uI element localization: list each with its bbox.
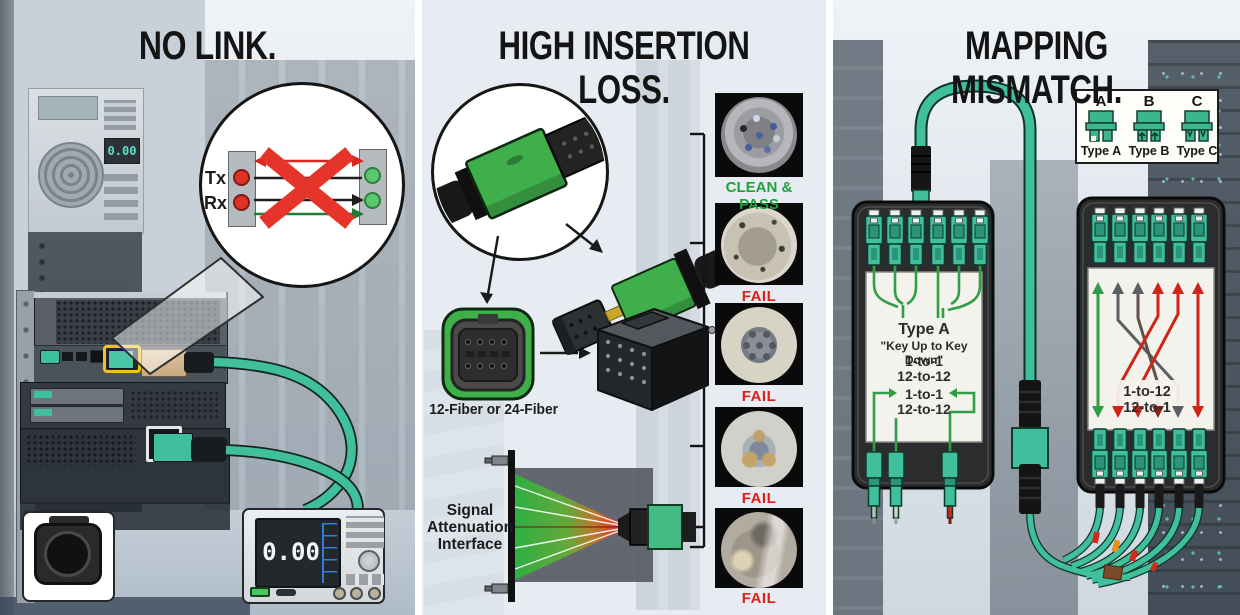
left-cassette-ports <box>864 209 990 266</box>
endface-photo <box>721 307 797 383</box>
endface-image-dirty <box>715 203 803 285</box>
endface-image-dirty <box>715 407 803 487</box>
rack-columns-p2 <box>636 60 700 610</box>
left-cassette-mapping: 1-to-1 <box>904 386 944 402</box>
cable-boot-top <box>184 352 214 373</box>
legend-letter: B <box>1143 93 1155 110</box>
qsfp-module <box>141 349 187 377</box>
meter-menu-column <box>322 523 337 583</box>
psu-keypad <box>104 100 136 130</box>
inspection-result-label: FAIL <box>741 490 777 507</box>
drive-bay-led <box>34 391 52 398</box>
cable-boot-bottom <box>191 437 227 462</box>
legend-label: Type C <box>1176 144 1218 158</box>
meter-display-value: 0.00 <box>262 538 320 566</box>
right-cassette-mapping: 12-to-1 <box>1123 400 1171 416</box>
meter-screen: 0.00 <box>255 518 341 588</box>
server-middle-vents <box>130 390 218 420</box>
vga-port <box>40 350 60 364</box>
type-c-connector-icon <box>1181 110 1213 142</box>
fiber-cores <box>756 342 763 349</box>
rx-label: Rx <box>204 193 228 213</box>
mpo-plug <box>911 146 931 205</box>
inspection-result-label: FAIL <box>741 388 777 405</box>
endface-image-clean <box>715 93 803 177</box>
panel-divider <box>826 0 833 615</box>
dust-cap-ring <box>44 531 91 577</box>
server-bottom-vents <box>26 434 136 466</box>
fiber-cores <box>756 132 763 139</box>
server-top-edge <box>34 292 226 298</box>
tx-led-green <box>364 167 381 184</box>
fiber-count-label: 12-Fiber or 24-Fiber <box>429 401 559 418</box>
panel-divider <box>415 0 422 615</box>
endface-photo <box>721 207 797 283</box>
psu-display: 0.00 <box>104 138 140 164</box>
psu-lcd <box>38 96 98 120</box>
panel-title-insertion-loss: HIGH INSERTION LOSS. <box>498 24 750 112</box>
psu-buttons <box>104 168 138 220</box>
inspection-result-label: FAIL <box>741 590 777 607</box>
endface-photo <box>721 512 797 588</box>
corridor-center-p3 <box>990 160 1078 615</box>
error-x-icon <box>259 147 355 229</box>
attenuation-label-line: Interface <box>437 536 503 553</box>
left-cassette-mapping: 12-to-12 <box>897 401 951 417</box>
meter-button-row[interactable] <box>346 574 384 585</box>
meter-power-button[interactable] <box>250 587 270 597</box>
no-link-magnifier: Tx Rx <box>199 82 405 288</box>
corridor-stripes-p2 <box>424 330 504 615</box>
bundle-wrap <box>1102 564 1124 581</box>
left-cassette-mapping: 12-to-12 <box>897 368 951 384</box>
meter-button-grid[interactable] <box>346 516 384 548</box>
drive-bay <box>30 406 124 423</box>
psu-fan <box>38 142 104 208</box>
rx-led-red <box>233 194 250 211</box>
left-cassette-mapping: 1-to-1 <box>904 353 944 369</box>
attenuation-label-line: Attenuation <box>426 519 514 536</box>
endface-image-dirty <box>715 508 803 588</box>
meter-jack[interactable] <box>350 587 363 600</box>
rx-led-green <box>364 192 381 209</box>
meter-jack[interactable] <box>333 587 346 600</box>
meter-jack[interactable] <box>368 587 381 600</box>
drive-bay-led <box>34 409 52 416</box>
legend-letter: A <box>1095 93 1107 110</box>
rack-edge-left <box>0 0 14 615</box>
inspection-result-label: FAIL <box>741 288 777 305</box>
type-a-connector-icon <box>1085 110 1117 142</box>
left-cassette-type-label: Type A <box>898 321 950 338</box>
usb-port <box>62 352 73 361</box>
meter-usb-slot <box>276 589 296 596</box>
right-cassette-mapping: 1-to-12 <box>1123 384 1171 400</box>
psu-display-value: 0.00 <box>107 144 137 158</box>
attenuation-label: Signal Attenuation Interface <box>424 502 516 553</box>
panel-title-mapping-mismatch: MAPPING MISMATCH. <box>951 24 1122 112</box>
left-transceiver-block <box>228 151 256 227</box>
transceiver-connector <box>108 350 134 369</box>
drive-bay <box>30 388 124 405</box>
legend-label: Type A <box>1080 144 1122 158</box>
server-top-vents <box>56 300 220 344</box>
dust-cap-card <box>22 511 115 602</box>
legend-letter: C <box>1191 93 1203 110</box>
endface-photo <box>721 411 797 487</box>
inspection-result-label: CLEAN & PASS <box>725 179 793 213</box>
tx-led-red <box>233 169 250 186</box>
meter-knob[interactable] <box>358 550 380 572</box>
attenuation-label-line: Signal <box>446 502 494 519</box>
legend-label: Type B <box>1128 144 1170 158</box>
tx-label: Tx <box>204 168 226 188</box>
endface-image-dirty <box>715 303 803 385</box>
type-b-connector-icon <box>1133 110 1165 142</box>
usb-port <box>76 352 87 361</box>
panel-title-no-link: NO LINK. <box>138 24 277 68</box>
power-meter: 0.00 <box>242 508 385 604</box>
right-transceiver-block <box>359 149 387 225</box>
endface-photo <box>721 97 797 173</box>
mpo-connector <box>153 433 193 462</box>
